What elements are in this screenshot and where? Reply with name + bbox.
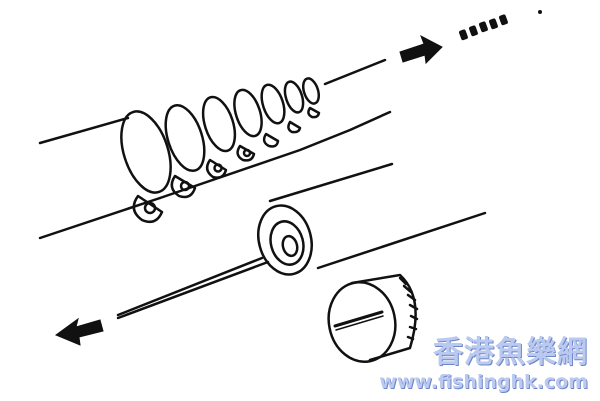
watermark-title: 香港魚樂網 bbox=[433, 335, 588, 370]
rod-tip-pieces bbox=[459, 10, 542, 41]
upper-rod-blank bbox=[38, 58, 392, 240]
watermark: 香港魚樂網 www.fishinghk.com bbox=[379, 327, 588, 393]
arrow-right-icon bbox=[399, 34, 443, 65]
arrow-left-icon bbox=[54, 317, 104, 346]
lower-rod-blank bbox=[116, 162, 487, 320]
direction-arrows bbox=[54, 34, 443, 346]
rod-section-rings bbox=[120, 77, 321, 194]
line-guides bbox=[132, 106, 321, 223]
watermark-url: www.fishinghk.com bbox=[379, 371, 588, 393]
end-cap bbox=[327, 273, 419, 363]
